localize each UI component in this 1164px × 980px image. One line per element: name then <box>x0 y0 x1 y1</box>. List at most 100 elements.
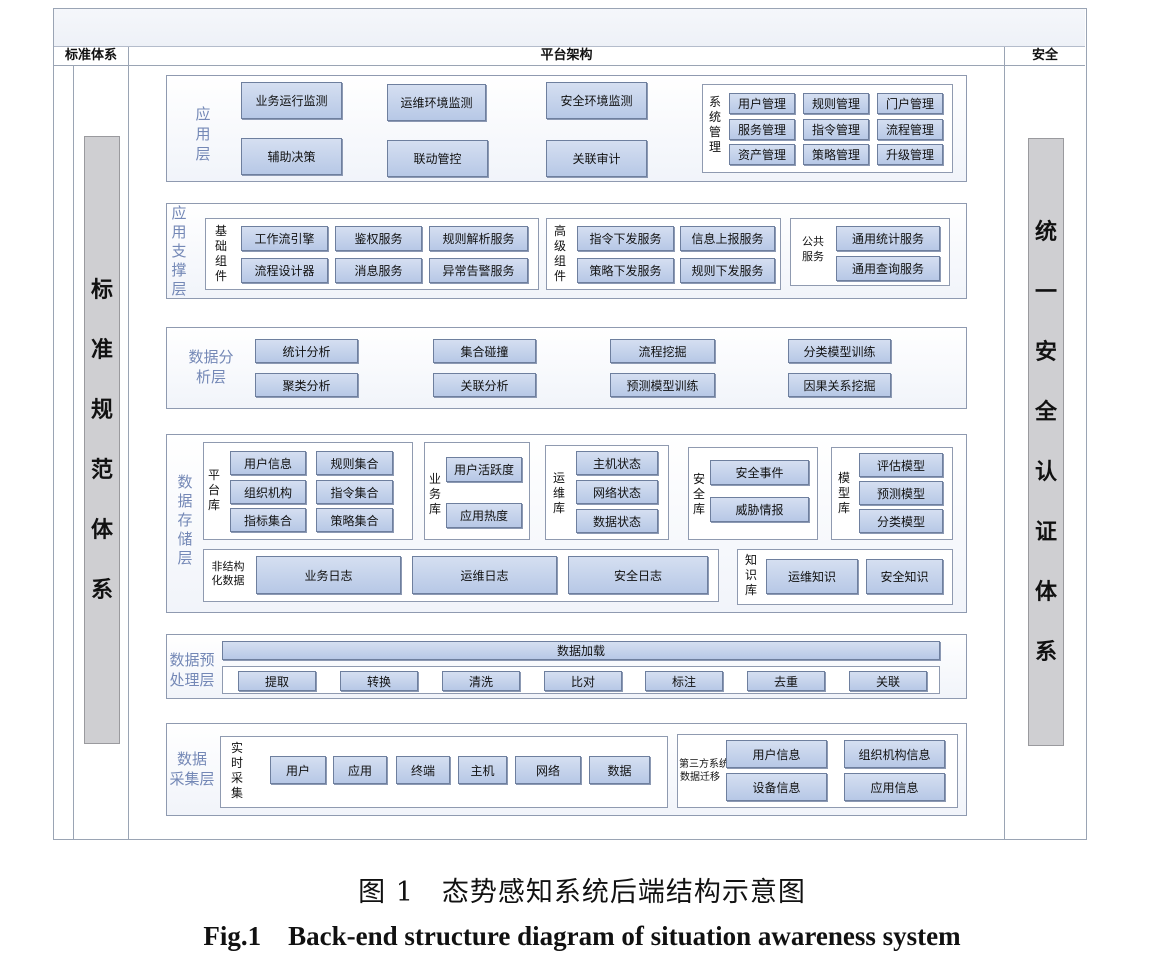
analysis-box: 关联分析 <box>433 373 536 397</box>
security-pillar-char: 体 <box>1034 579 1057 605</box>
preprocess-box: 清洗 <box>442 671 520 691</box>
business-db-label: 业 务 库 <box>428 472 441 516</box>
standards-pillar-char: 规 <box>90 397 113 423</box>
platform-db-box: 组织机构 <box>230 480 306 504</box>
log-box: 运维日志 <box>412 556 557 594</box>
third-party-box: 设备信息 <box>726 773 827 801</box>
third-party-box: 用户信息 <box>726 740 827 768</box>
platform-db-box: 用户信息 <box>230 451 306 475</box>
preprocess-box: 比对 <box>544 671 622 691</box>
log-box: 业务日志 <box>256 556 401 594</box>
knowledge-db-box: 运维知识 <box>766 559 858 594</box>
app-box: 联动管控 <box>387 140 488 177</box>
ops-db-box: 网络状态 <box>576 480 658 504</box>
realtime-box: 用户 <box>270 756 326 784</box>
common-service-box: 通用查询服务 <box>836 256 940 281</box>
security-pillar-char: 证 <box>1034 519 1057 545</box>
realtime-box: 应用 <box>333 756 387 784</box>
analysis-box: 预测模型训练 <box>610 373 715 397</box>
app-box: 运维环境监测 <box>387 84 486 121</box>
ops-db-box: 数据状态 <box>576 509 658 533</box>
header-platform: 平台架构 <box>129 47 1004 66</box>
analysis-box: 集合碰撞 <box>433 339 536 363</box>
security-pillar-char: 统 <box>1034 219 1057 245</box>
sys-mgmt-box: 规则管理 <box>803 93 869 114</box>
basic-component-box: 鉴权服务 <box>335 226 422 251</box>
preprocess-box: 关联 <box>849 671 927 691</box>
divider-right <box>1004 47 1005 839</box>
platform-db-box: 规则集合 <box>316 451 393 475</box>
basic-component-box: 异常告警服务 <box>429 258 528 283</box>
sys-mgmt-box: 用户管理 <box>729 93 795 114</box>
ops-db-box: 主机状态 <box>576 451 658 475</box>
realtime-collection-label: 实 时 采 集 <box>230 741 243 800</box>
standards-pillar-char: 范 <box>90 457 113 483</box>
advanced-components-label: 高 级 组 件 <box>553 224 566 283</box>
basic-component-box: 流程设计器 <box>241 258 328 283</box>
advanced-component-box: 策略下发服务 <box>577 258 674 283</box>
realtime-box: 网络 <box>515 756 581 784</box>
platform-db-label: 平 台 库 <box>207 468 220 512</box>
advanced-component-box: 指令下发服务 <box>577 226 674 251</box>
model-db-box: 分类模型 <box>859 509 943 533</box>
sys-mgmt-box: 策略管理 <box>803 144 869 165</box>
sys-mgmt-box: 服务管理 <box>729 119 795 140</box>
basic-component-box: 工作流引擎 <box>241 226 328 251</box>
advanced-component-box: 规则下发服务 <box>680 258 775 283</box>
business-db-box: 应用热度 <box>446 503 522 528</box>
collection-layer-label: 数据 采集层 <box>169 750 215 788</box>
security-pillar: 统一安全认证体系 <box>1028 138 1064 746</box>
top-band <box>54 9 1085 47</box>
application-layer-label: 应 用 层 <box>195 105 211 163</box>
basic-component-box: 消息服务 <box>335 258 422 283</box>
sys-mgmt-box: 升级管理 <box>877 144 943 165</box>
standards-pillar-char: 准 <box>90 337 113 363</box>
sys-mgmt-box: 资产管理 <box>729 144 795 165</box>
common-service-box: 通用统计服务 <box>836 226 940 251</box>
advanced-component-box: 信息上报服务 <box>680 226 775 251</box>
ops-db-label: 运 维 库 <box>552 471 565 515</box>
third-party-box: 组织机构信息 <box>844 740 945 768</box>
standards-pillar-char: 系 <box>90 577 113 603</box>
divider-left <box>128 47 129 839</box>
preprocess-box: 转换 <box>340 671 418 691</box>
security-pillar-char: 系 <box>1034 639 1057 665</box>
app-box: 辅助决策 <box>241 138 342 175</box>
preprocess-box: 标注 <box>645 671 723 691</box>
header-standards: 标准体系 <box>54 47 128 66</box>
divider-left-inner <box>73 66 74 839</box>
analysis-box: 流程挖掘 <box>610 339 715 363</box>
knowledge-db-label: 知 识 库 <box>744 553 757 597</box>
sys-mgmt-box: 流程管理 <box>877 119 943 140</box>
data-load-bar: 数据加载 <box>222 641 940 660</box>
third-party-box: 应用信息 <box>844 773 945 801</box>
sys-mgmt-box: 指令管理 <box>803 119 869 140</box>
knowledge-db-box: 安全知识 <box>866 559 943 594</box>
platform-db-box: 指标集合 <box>230 508 306 532</box>
realtime-box: 数据 <box>589 756 650 784</box>
preprocess-box: 去重 <box>747 671 825 691</box>
system-management-label: 系 统 管 理 <box>708 95 721 154</box>
model-db-box: 预测模型 <box>859 481 943 505</box>
log-group-label: 非结构 化数据 <box>211 560 245 587</box>
security-pillar-char: 一 <box>1034 279 1057 305</box>
app-box: 安全环境监测 <box>546 82 647 119</box>
security-db-label: 安 全 库 <box>692 472 705 516</box>
analysis-box: 因果关系挖掘 <box>788 373 891 397</box>
platform-db-box: 策略集合 <box>316 508 393 532</box>
security-pillar-char: 安 <box>1034 339 1057 365</box>
business-db-box: 用户活跃度 <box>446 457 522 482</box>
standards-pillar: 标准规范体系 <box>84 136 120 744</box>
support-layer-label: 应 用 支 撑 层 <box>171 204 187 298</box>
analysis-box: 统计分析 <box>255 339 358 363</box>
basic-components-label: 基 础 组 件 <box>214 224 227 283</box>
header-security: 安全 <box>1005 47 1085 66</box>
app-box: 业务运行监测 <box>241 82 342 119</box>
common-services-label: 公共 服务 <box>802 235 824 263</box>
security-pillar-char: 认 <box>1034 459 1057 485</box>
model-db-label: 模 型 库 <box>837 471 850 515</box>
preprocess-box: 提取 <box>238 671 316 691</box>
security-db-box: 威胁情报 <box>710 497 809 522</box>
sys-mgmt-box: 门户管理 <box>877 93 943 114</box>
caption-english: Fig.1 Back-end structure diagram of situ… <box>203 921 961 951</box>
